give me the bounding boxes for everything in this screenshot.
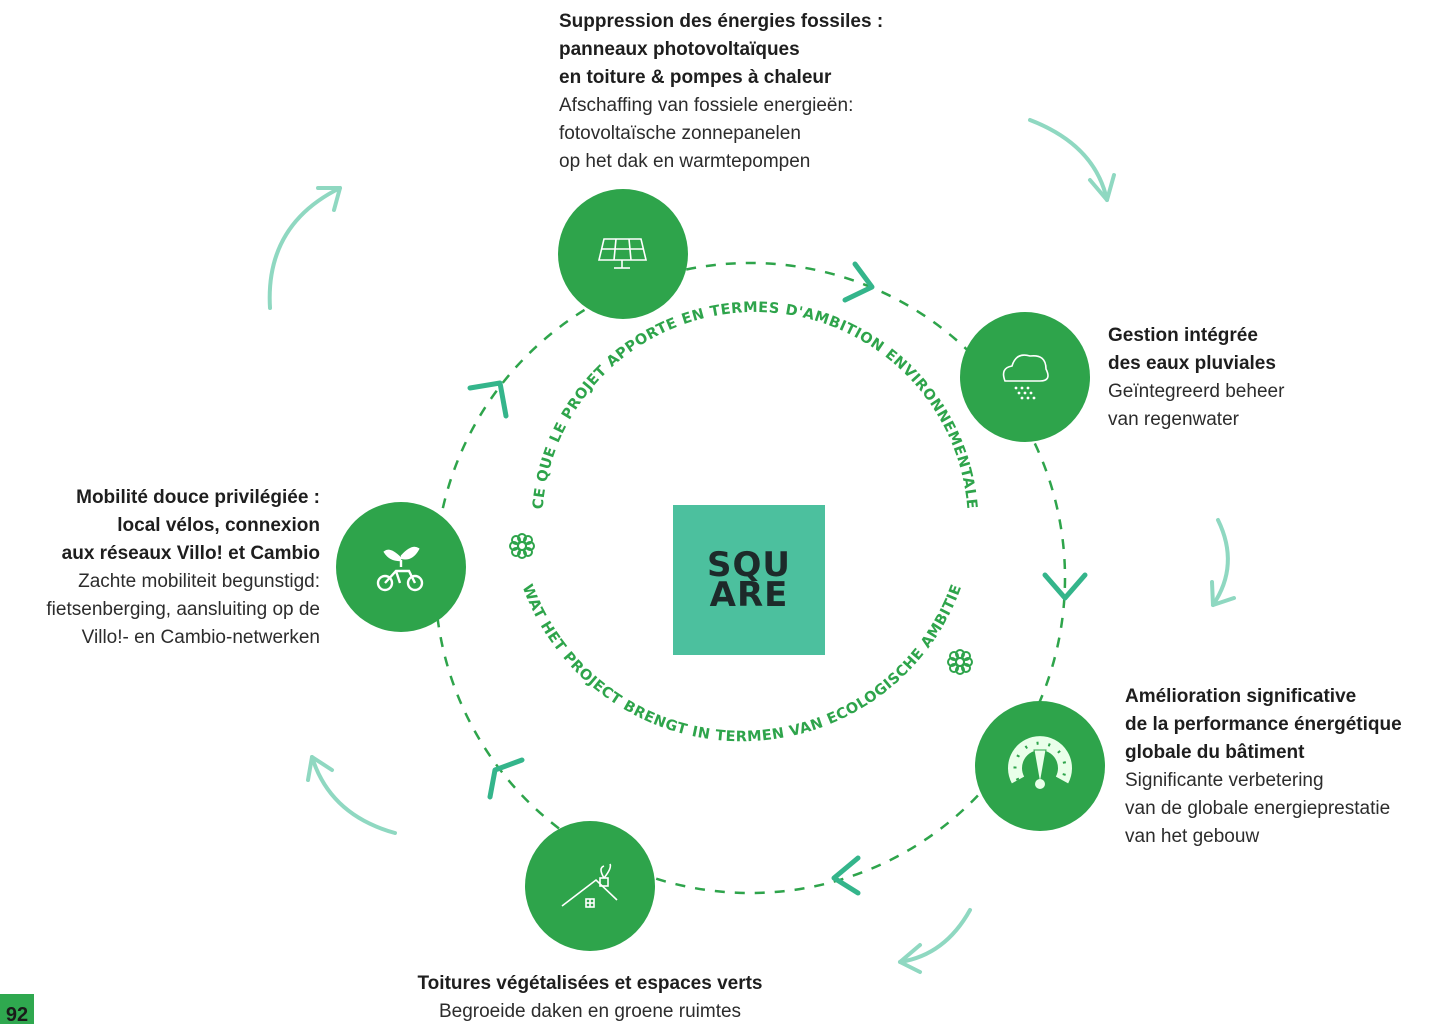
- node-rain: [960, 312, 1090, 442]
- label-nl-line: Afschaffing van fossiele energieën:: [559, 95, 854, 116]
- node-energy: [975, 701, 1105, 831]
- green-roof-icon: [561, 863, 618, 908]
- logo-line-1: SQU: [707, 545, 791, 585]
- gauge-icon: [1008, 736, 1072, 789]
- label-nl-line: van regenwater: [1108, 409, 1239, 430]
- outer-arrows: [267, 118, 1236, 974]
- label-fr-line: des eaux pluviales: [1108, 353, 1276, 374]
- curved-arrow-icon: [898, 908, 972, 964]
- label-fr-line: local vélos, connexion: [117, 515, 320, 536]
- label-nl-line: fotovoltaïsche zonnepanelen: [559, 123, 801, 144]
- orbit-chevrons: [467, 261, 1088, 896]
- ring-text-top: CE QUE LE PROJET APPORTE EN TERMES D'AMB…: [531, 300, 980, 510]
- chevron-icon: [1042, 572, 1088, 601]
- node-mobility: [336, 502, 466, 632]
- solar-panel-icon: [597, 238, 648, 269]
- node-roof: [525, 821, 655, 951]
- label-nl-line: Geïntegreerd beheer: [1108, 381, 1285, 402]
- label-fr-line: globale du bâtiment: [1125, 742, 1305, 763]
- page-number: 92: [0, 994, 34, 1024]
- label-nl-line: op het dak en warmtepompen: [559, 151, 811, 172]
- curved-arrow-icon: [1211, 518, 1230, 607]
- label-fr-line: Toitures végétalisées et espaces verts: [417, 973, 763, 994]
- chevron-icon: [467, 380, 509, 419]
- chevron-icon: [487, 757, 525, 800]
- label-fr-line: Suppression des énergies fossiles :: [559, 11, 884, 32]
- chevron-icon: [831, 855, 861, 896]
- label-nl-line: Zachte mobiliteit begunstigd:: [78, 571, 320, 592]
- label-nl-line: Begroeide daken en groene ruimtes: [438, 1001, 742, 1022]
- label-nl-line: van het gebouw: [1125, 826, 1260, 847]
- curved-arrow-icon: [267, 186, 342, 310]
- rain-cloud-icon: [1002, 354, 1049, 382]
- label-nl-line: Significante verbetering: [1125, 770, 1324, 791]
- curved-arrow-icon: [310, 755, 397, 835]
- label-fr-line: aux réseaux Villo! et Cambio: [61, 543, 320, 564]
- label-nl-line: van de globale energieprestatie: [1125, 798, 1391, 819]
- flower-icon: [509, 533, 535, 559]
- label-fr-line: Amélioration significative: [1125, 686, 1357, 707]
- label-roof: Toitures végétalisées et espaces verts B…: [385, 970, 795, 1026]
- label-fr-line: en toiture & pompes à chaleur: [559, 67, 832, 88]
- label-nl-line: fietsenberging, aansluiting op de: [46, 599, 320, 620]
- label-energy: Amélioration significative de la perform…: [1125, 683, 1402, 851]
- label-fr-line: de la performance énergétique: [1125, 714, 1402, 735]
- label-nl-line: Villo!- en Cambio-netwerken: [81, 627, 320, 648]
- flower-icon: [947, 649, 973, 675]
- node-solar: [558, 189, 688, 319]
- label-fr-line: Mobilité douce privilégiée :: [76, 487, 320, 508]
- label-solar: Suppression des énergies fossiles : pann…: [559, 8, 883, 176]
- label-rain: Gestion intégrée des eaux pluviales Geïn…: [1108, 322, 1284, 434]
- label-mobility: Mobilité douce privilégiée : local vélos…: [0, 484, 320, 652]
- logo-line-2: ARE: [709, 575, 789, 615]
- square-logo: SQU ARE: [673, 505, 825, 655]
- curved-arrow-icon: [1028, 118, 1109, 202]
- chevron-icon: [842, 261, 875, 303]
- label-fr-line: panneaux photovoltaïques: [559, 39, 800, 60]
- label-fr-line: Gestion intégrée: [1108, 325, 1258, 346]
- bicycle-icon: [376, 546, 424, 592]
